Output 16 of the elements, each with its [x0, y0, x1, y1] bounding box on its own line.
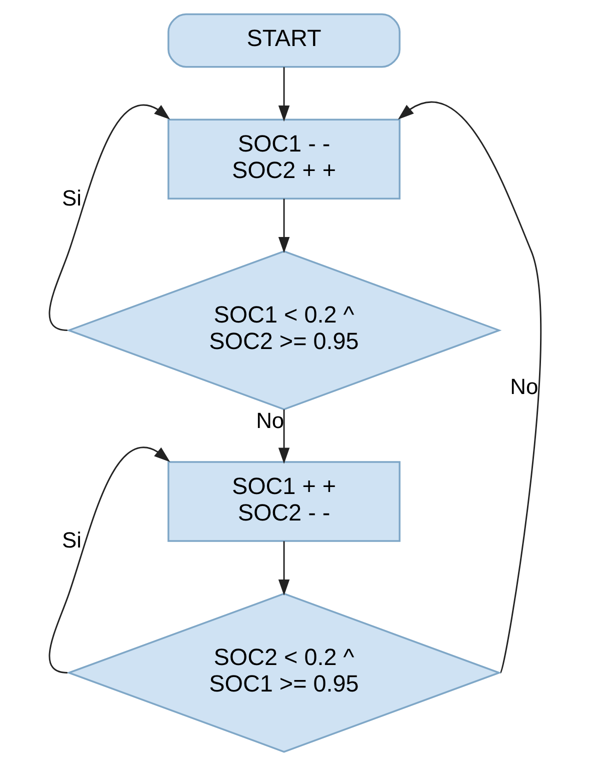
arrow	[48, 104, 170, 332]
arrow	[278, 67, 290, 122]
arrow	[398, 101, 542, 673]
node-box: START	[168, 13, 400, 68]
node-box: SOC1 - - SOC2 + +	[168, 118, 400, 200]
edge-label: No	[256, 408, 284, 433]
arrow	[48, 446, 170, 674]
edge-label: Si	[62, 528, 82, 553]
edge-label: Si	[62, 185, 82, 210]
arrow	[278, 198, 290, 254]
node-diamond: SOC1 < 0.2 ^ SOC2 >= 0.95	[66, 250, 502, 410]
node-box: SOC1 + + SOC2 - -	[168, 461, 400, 542]
arrow	[278, 541, 290, 596]
arrow	[278, 410, 290, 464]
node-diamond: SOC2 < 0.2 ^ SOC1 >= 0.95	[66, 592, 502, 753]
edge-label: No	[510, 374, 538, 400]
